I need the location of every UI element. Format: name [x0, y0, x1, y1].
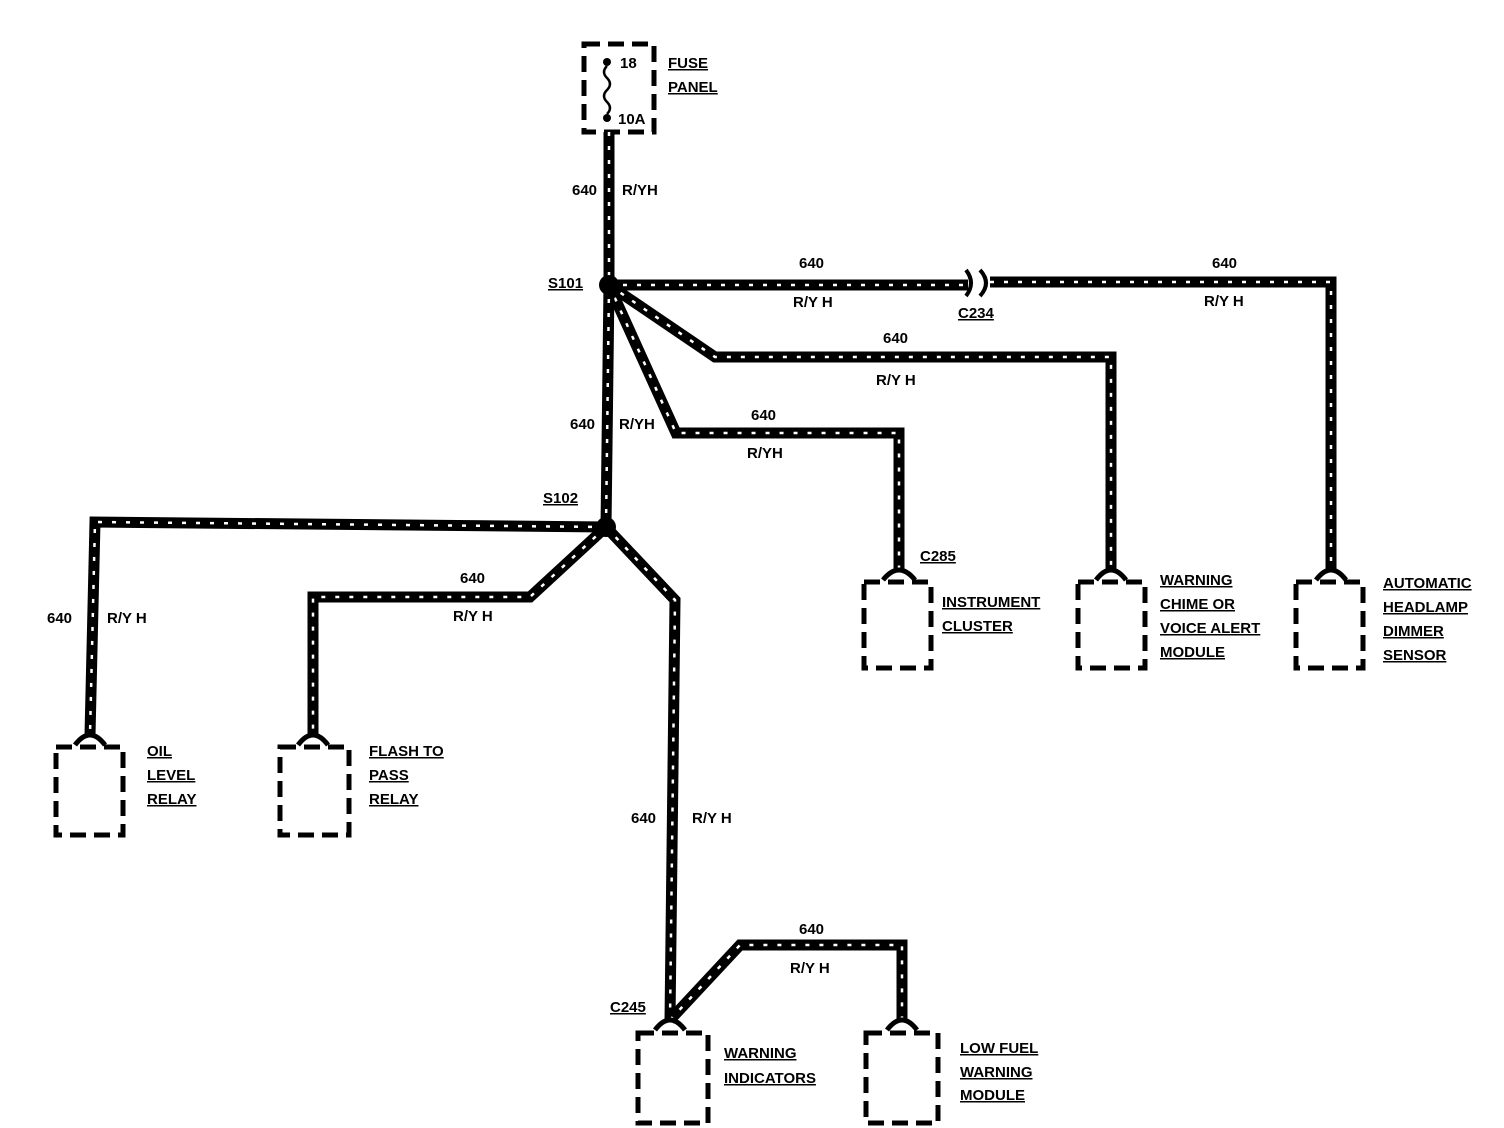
wire-label-color: R/Y H: [1204, 293, 1244, 310]
fuse-rating: 10A: [618, 111, 646, 128]
warning-chime-label-1: WARNING: [1160, 572, 1233, 589]
oil-relay-connector-icon: [73, 732, 107, 747]
headlamp-connector-icon: [1314, 567, 1348, 582]
wire-s102-flash-relay: [307, 522, 610, 735]
wire-label-circuit: 640: [751, 407, 776, 424]
headlamp-sensor-label-4: SENSOR: [1383, 647, 1447, 664]
wire-s101-cluster: [603, 282, 905, 570]
wires: [84, 132, 1337, 1024]
oil-level-relay-label-3: RELAY: [147, 791, 196, 808]
fuse-panel-label-2: PANEL: [668, 79, 718, 96]
component-warning-chime: WARNING CHIME OR VOICE ALERT MODULE: [1075, 567, 1260, 671]
wire-label-color: R/Y H: [692, 810, 732, 827]
chime-connector-icon: [1094, 567, 1128, 582]
wire-s101-s102: [600, 284, 615, 528]
wire-label-circuit: 640: [47, 610, 72, 627]
low-fuel-module-label-3: MODULE: [960, 1087, 1025, 1104]
fuse-terminal-bottom: [603, 114, 611, 122]
warning-chime-box: [1075, 579, 1148, 671]
wire-label-circuit: 640: [570, 416, 595, 433]
flash-relay-connector-icon: [296, 732, 330, 747]
instrument-cluster-label-1: INSTRUMENT: [942, 594, 1040, 611]
headlamp-sensor-label-2: HEADLAMP: [1383, 599, 1468, 616]
wire-label-circuit: 640: [572, 182, 597, 199]
fuse-terminal-top: [603, 58, 611, 66]
warning-chime-label-2: CHIME OR: [1160, 596, 1235, 613]
component-warning-indicators: WARNING INDICATORS: [635, 1017, 816, 1126]
fuse-number: 18: [620, 55, 637, 72]
component-flash-to-pass-relay: FLASH TO PASS RELAY: [277, 732, 444, 838]
instrument-cluster-label-2: CLUSTER: [942, 618, 1013, 635]
wire-label-circuit: 640: [799, 255, 824, 272]
low-fuel-module-box: [863, 1030, 941, 1126]
wire-label-circuit: 640: [631, 810, 656, 827]
connector-c285-icon: [881, 567, 917, 582]
wire-label-circuit: 640: [883, 330, 908, 347]
warning-chime-label-4: MODULE: [1160, 644, 1225, 661]
wire-label-circuit: 640: [460, 570, 485, 587]
splice-s101-label: S101: [548, 275, 583, 292]
fuse-panel-label-1: FUSE: [668, 55, 708, 72]
warning-indicators-label-1: WARNING: [724, 1045, 797, 1062]
component-headlamp-sensor: AUTOMATIC HEADLAMP DIMMER SENSOR: [1293, 567, 1472, 671]
connector-c234-label: C234: [958, 305, 995, 322]
wire-label-circuit: 640: [1212, 255, 1237, 272]
component-oil-level-relay: OIL LEVEL RELAY: [53, 732, 196, 838]
wire-label-color: R/Y H: [107, 610, 147, 627]
wire-label-circuit: 640: [799, 921, 824, 938]
splice-s102-label: S102: [543, 490, 578, 507]
wire-label-color: R/YH: [619, 416, 655, 433]
flash-to-pass-relay-box: [277, 744, 352, 838]
oil-level-relay-label-2: LEVEL: [147, 767, 195, 784]
connector-c234-female-icon: [978, 268, 988, 298]
low-fuel-module-label-1: LOW FUEL: [960, 1040, 1038, 1057]
headlamp-sensor-label-1: AUTOMATIC: [1383, 575, 1472, 592]
instrument-cluster-box: [861, 579, 934, 671]
headlamp-sensor-label-3: DIMMER: [1383, 623, 1444, 640]
wire-label-color: R/Y H: [793, 294, 833, 311]
wire-label-color: R/Y H: [876, 372, 916, 389]
low-fuel-module-label-2: WARNING: [960, 1064, 1033, 1081]
wire-labels: 640 R/YH 640 R/Y H 640 R/Y H 640 R/Y H 6…: [47, 182, 1244, 977]
wire-s102-oil-relay: [84, 516, 607, 736]
flash-to-pass-relay-label-3: RELAY: [369, 791, 418, 808]
warning-indicators-box: [635, 1030, 711, 1126]
oil-level-relay-box: [53, 744, 126, 838]
wire-c245-low-fuel: [665, 939, 908, 1024]
connector-c285-label: C285: [920, 548, 956, 565]
connector-c234: C234: [958, 268, 995, 322]
wire-c234-headlamp-sensor: [990, 276, 1337, 570]
wire-s102-c245: [602, 523, 681, 1021]
wire-label-color: R/YH: [622, 182, 658, 199]
fuse-panel: 18 10A FUSE PANEL: [581, 41, 718, 135]
wire-label-color: R/Y H: [790, 960, 830, 977]
connector-c245-label: C245: [610, 999, 646, 1016]
flash-to-pass-relay-label-2: PASS: [369, 767, 409, 784]
oil-level-relay-label-1: OIL: [147, 743, 172, 760]
flash-to-pass-relay-label-1: FLASH TO: [369, 743, 444, 760]
component-instrument-cluster: INSTRUMENT CLUSTER: [861, 567, 1040, 671]
splice-s101-dot: [599, 275, 619, 295]
warning-chime-label-3: VOICE ALERT: [1160, 620, 1260, 637]
connector-c234-male-icon: [964, 268, 973, 298]
wire-label-color: R/YH: [747, 445, 783, 462]
warning-indicators-label-2: INDICATORS: [724, 1070, 816, 1087]
headlamp-sensor-box: [1293, 579, 1366, 671]
fuse-element-icon: [602, 65, 612, 115]
wire-label-color: R/Y H: [453, 608, 493, 625]
splice-s102-dot: [596, 517, 616, 537]
connector-c245-icon: [653, 1017, 687, 1032]
fuse-panel-box: [581, 41, 657, 135]
low-fuel-connector-icon: [885, 1017, 919, 1032]
component-low-fuel-module: LOW FUEL WARNING MODULE: [863, 1017, 1038, 1126]
